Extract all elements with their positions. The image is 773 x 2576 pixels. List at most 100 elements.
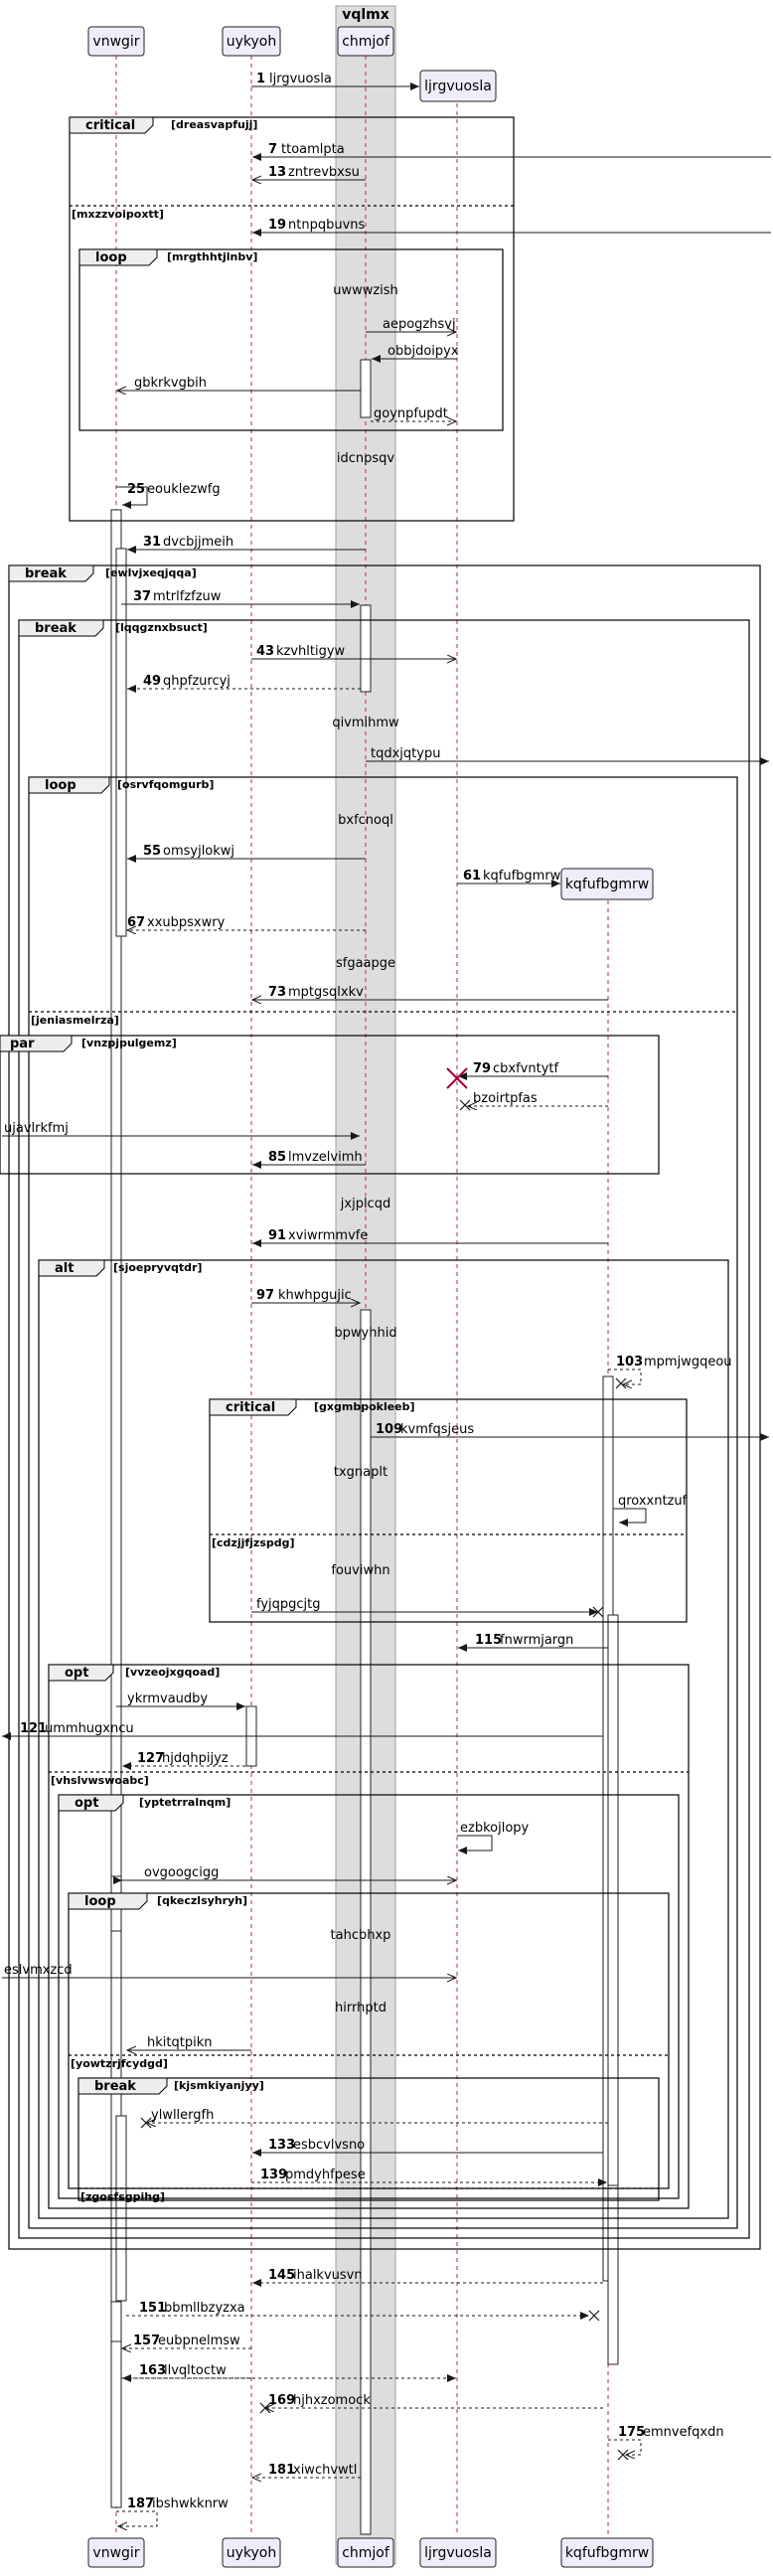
msg-num: 109 xyxy=(376,1422,402,1437)
participant-chmjof: chmjof xyxy=(342,34,390,50)
frame-break-3-kind: break xyxy=(94,2079,136,2094)
frame-loop-2-guard: [osrvfqomgurb] xyxy=(117,778,214,791)
participant-chmjof-foot: chmjof xyxy=(342,2545,390,2561)
msg-num: 163 xyxy=(139,2363,166,2378)
delay-label: tahcbhxp xyxy=(331,1928,391,1943)
msg-num: 1 xyxy=(256,72,265,86)
msg-num: 157 xyxy=(133,2334,160,2348)
frame-break-1-guard: [ewlvjxeqjqqa] xyxy=(105,566,197,579)
msg-num: 31 xyxy=(143,535,161,550)
msg-label: hkitqtpikn xyxy=(147,2035,212,2050)
msg-label: ihalkvusvn xyxy=(293,2268,363,2283)
msg-num: 25 xyxy=(127,482,145,497)
frame-break-1-kind: break xyxy=(25,566,67,581)
destruction-marks xyxy=(140,1067,629,2461)
msg-label: qhpfzurcyj xyxy=(163,674,231,689)
msg-num: 73 xyxy=(268,985,286,1000)
delay-label: bxfcnoql xyxy=(338,813,393,828)
msg-num: 115 xyxy=(475,1633,502,1648)
msg-label: aepogzhsvj xyxy=(383,317,456,332)
msg-label: hjhxzomock xyxy=(293,2393,371,2408)
frame-loop-1-kind: loop xyxy=(95,250,127,265)
msg-num: 151 xyxy=(139,2301,166,2316)
frame-else-6-guard: [zgosfsgpihg] xyxy=(80,2190,165,2203)
msg-num: 85 xyxy=(268,1150,286,1165)
participant-ljrgvuosla-foot: ljrgvuosla xyxy=(424,2545,492,2561)
destroy-large-icon xyxy=(446,1067,468,1089)
delay-label: bpwyhhid xyxy=(334,1326,396,1341)
msg-label: fyjqpgcjtg xyxy=(256,1597,321,1612)
msg-num: 79 xyxy=(473,1061,491,1076)
frame-alt-guard: [sjoepryvqtdr] xyxy=(113,1261,202,1274)
msg-label: ntnpqbuvns xyxy=(288,218,366,233)
msg-label: xviwrmmvfe xyxy=(288,1228,368,1243)
msg-num: 67 xyxy=(127,915,145,930)
delay-label: sfgaapge xyxy=(336,956,395,971)
msg-label: kqfufbgmrw xyxy=(483,869,561,884)
msg-label: omsyjlokwj xyxy=(163,844,234,859)
msg-label: ummhugxncu xyxy=(45,1721,134,1736)
msg-label: zntrevbxsu xyxy=(288,165,360,180)
frame-loop-3-guard: [qkeczlsyhryh] xyxy=(157,1894,247,1907)
participant-uykyoh-foot: uykyoh xyxy=(227,2545,277,2561)
msg-label: esbcvlvsno xyxy=(293,2138,365,2153)
msg-label: goynpfupdt xyxy=(374,406,448,421)
participant-kqfufbgmrw: kqfufbgmrw xyxy=(565,877,649,892)
frame-opt-2-guard: [yptetrralnqm] xyxy=(139,1796,231,1809)
msg-label: ovgoogcigg xyxy=(144,1865,219,1880)
msg-label: obbjdoipyx xyxy=(387,344,459,359)
msg-num: 49 xyxy=(143,674,161,689)
msg-label: ykrmvaudby xyxy=(127,1691,208,1706)
msg-num: 127 xyxy=(137,1751,164,1766)
msg-label: ylwllergfh xyxy=(151,2108,214,2123)
msg-label: eouklezwfg xyxy=(147,482,221,497)
msg-num: 103 xyxy=(616,1355,643,1369)
msg-label: khwhpgujic xyxy=(278,1288,352,1303)
msg-label: emnvefqxdn xyxy=(643,2425,724,2440)
msg-num: 43 xyxy=(256,644,274,659)
msg-num: 169 xyxy=(268,2393,295,2408)
msg-label: ttoamlpta xyxy=(281,142,345,157)
frame-par-kind: par xyxy=(10,1037,35,1051)
msg-num: 13 xyxy=(268,165,286,180)
msg-num: 187 xyxy=(127,2496,154,2511)
frame-opt-1-kind: opt xyxy=(65,1666,88,1681)
frame-loop-1-guard: [mrgthhtjlnbv] xyxy=(167,250,257,263)
msg-label: kzvhltigyw xyxy=(276,644,346,659)
msg-label: fnwrmjargn xyxy=(500,1633,573,1648)
frame-loop-2-kind: loop xyxy=(45,778,77,793)
msg-label: ljrgvuosla xyxy=(269,72,332,86)
msg-num: 121 xyxy=(20,1721,47,1736)
msg-num: 139 xyxy=(260,2168,287,2182)
msg-label: tqdxjqtypu xyxy=(371,746,440,761)
msg-label: lmvzelvimh xyxy=(288,1150,363,1165)
participant-heads: vnwgir uykyoh chmjof ljrgvuosla kqfufbgm… xyxy=(87,26,654,2568)
frame-loop-3-kind: loop xyxy=(84,1894,116,1909)
msg-label: eslvmxzcd xyxy=(4,1963,73,1978)
msg-label: kvmfqsjeus xyxy=(400,1422,474,1437)
msg-label: mptgsqlxkv xyxy=(288,985,364,1000)
msg-label: gbkrkvgbih xyxy=(134,376,207,391)
delay-label: fouviwhn xyxy=(331,1563,389,1578)
frame-break-3-guard: [kjsmkiyanjyy] xyxy=(174,2079,264,2092)
msg-label: ujavlrkfmj xyxy=(4,1121,69,1136)
participant-vnwgir: vnwgir xyxy=(92,34,139,50)
msg-label: hjdqhpijyz xyxy=(162,1751,229,1766)
msg-num: 97 xyxy=(256,1288,274,1303)
msg-num: 133 xyxy=(268,2138,295,2153)
frame-else-1-guard: [mxzzvoipoxtt] xyxy=(72,208,164,221)
frame-else-3-guard: [cdzjjfjzspdg] xyxy=(212,1536,295,1549)
frame-opt-2-kind: opt xyxy=(75,1796,98,1811)
msg-label: eubpnelmsw xyxy=(158,2334,240,2348)
msg-label: qroxxntzuf xyxy=(618,1494,688,1509)
frame-critical-2-guard: [gxgmbpokleeb] xyxy=(314,1400,415,1413)
msg-num: 175 xyxy=(618,2425,645,2440)
delay-label: qivmihmw xyxy=(332,716,399,730)
delay-label: idcnpsqv xyxy=(337,451,395,466)
message-arrows xyxy=(2,82,771,2526)
msg-label: dvcbjjmeih xyxy=(163,535,233,550)
frame-else-2-guard: [jeniasmelrza] xyxy=(31,1014,119,1027)
msg-label: mtrlfzfzuw xyxy=(153,589,222,604)
frame-else-5-guard: [yowtzrjfcydgd] xyxy=(71,2057,168,2070)
